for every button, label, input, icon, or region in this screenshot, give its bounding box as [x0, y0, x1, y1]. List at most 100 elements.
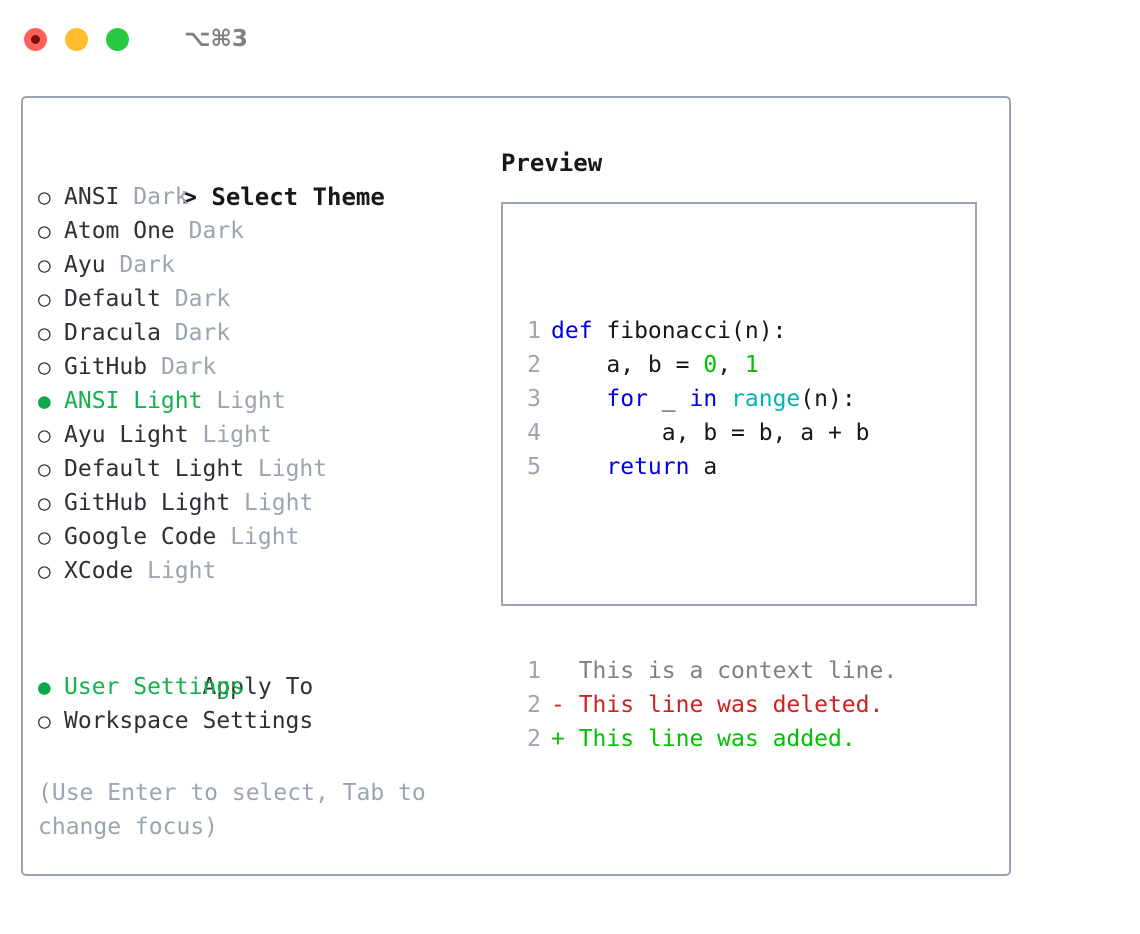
theme-option[interactable]: ○XCode Light: [38, 554, 498, 588]
apply-to-title: Apply To: [38, 636, 498, 700]
radio-selected-icon: ●: [38, 675, 51, 699]
apply-to-list: ●User Settings ○ Workspace Settings: [38, 670, 498, 738]
theme-option-label: Default Light: [64, 456, 245, 482]
code-token: return: [606, 454, 690, 480]
radio-unselected-icon: ○: [38, 355, 51, 379]
code-token: range: [731, 386, 801, 412]
diff-marker: +: [551, 726, 579, 752]
code-line: 3 for _ in range(n):: [515, 382, 897, 416]
diff-marker: [551, 658, 579, 684]
diff-sample: 1 This is a context line.2- This line wa…: [515, 654, 897, 756]
code-spacer: [515, 552, 897, 586]
code-line: 4 a, b = b, a + b: [515, 416, 897, 450]
minimize-button[interactable]: [65, 27, 88, 51]
theme-option[interactable]: ○GitHub Light Light: [38, 486, 498, 520]
code-token: a: [689, 454, 718, 480]
theme-option-label: Ayu: [64, 252, 106, 278]
theme-option-variant: Dark: [174, 320, 231, 346]
code-token: def: [551, 318, 593, 344]
line-number: 1: [527, 318, 541, 344]
theme-picker-title: > Select Theme: [38, 146, 498, 211]
line-number: 2: [527, 692, 541, 718]
theme-option[interactable]: ○ Ayu Light Light: [38, 418, 498, 452]
apply-to-option[interactable]: ●User Settings: [38, 670, 498, 704]
theme-option[interactable]: ● ANSI Light Light: [38, 384, 498, 418]
theme-option-variant: Dark: [160, 354, 217, 380]
apply-to-option[interactable]: ○ Workspace Settings: [38, 704, 498, 738]
theme-option[interactable]: ○ Default Light Light: [38, 452, 498, 486]
radio-unselected-icon: ○: [38, 491, 51, 515]
theme-option[interactable]: ○ ANSI Dark: [38, 180, 498, 214]
close-button[interactable]: [24, 27, 47, 51]
code-token: a, b = b, a + b: [551, 420, 870, 446]
theme-option-variant: Light: [147, 558, 217, 584]
line-number: 3: [527, 386, 541, 412]
theme-option-label: ANSI: [64, 184, 120, 210]
diff-line: 2+ This line was added.: [515, 722, 897, 756]
theme-option[interactable]: ○Ayu Dark: [38, 248, 498, 282]
theme-option-variant: Light: [202, 422, 272, 448]
theme-option[interactable]: ○Default Dark: [38, 282, 498, 316]
radio-unselected-icon: ○: [38, 423, 51, 447]
radio-unselected-icon: ○: [38, 709, 51, 733]
theme-option-variant: Dark: [133, 184, 189, 210]
diff-marker: -: [551, 692, 579, 718]
theme-option-label: Ayu Light: [64, 422, 189, 448]
theme-option-label: GitHub Light: [64, 490, 231, 516]
code-token: in: [689, 386, 718, 412]
window-controls: [24, 27, 129, 51]
theme-option-variant: Light: [230, 524, 300, 550]
line-number: 1: [527, 658, 541, 684]
code-line: 5 return a: [515, 450, 897, 484]
diff-text: This line was deleted.: [578, 692, 884, 718]
theme-option-label: Atom One: [64, 218, 175, 244]
theme-option-variant: Light: [257, 456, 328, 482]
keyboard-shortcut-label: ⌥⌘3: [184, 26, 248, 52]
code-token: 0: [703, 352, 718, 378]
code-token: ,: [717, 352, 745, 378]
diff-text: This line was added.: [578, 726, 856, 752]
apply-to-title-label: Apply To: [202, 674, 314, 700]
theme-option-variant: Dark: [188, 218, 245, 244]
theme-option-label: Google Code: [64, 524, 217, 550]
code-token: [717, 386, 731, 412]
theme-option-variant: Light: [216, 388, 286, 414]
code-line: 2 a, b = 0, 1: [515, 348, 897, 382]
theme-picker-title-label: Select Theme: [211, 183, 385, 211]
maximize-button[interactable]: [106, 27, 129, 51]
main-panel: > Select Theme ○ANSI Dark○Atom One Dark○…: [21, 96, 1011, 876]
code-token: 1: [744, 352, 759, 378]
theme-option-label: Dracula: [64, 320, 161, 346]
code-token: (n):: [800, 386, 856, 412]
code-token: [551, 386, 606, 412]
theme-option[interactable]: ○ Dracula Dark: [38, 316, 498, 350]
radio-unselected-icon: ○: [38, 457, 51, 481]
diff-line: 2- This line was deleted.: [515, 688, 897, 722]
theme-option-label: GitHub: [64, 354, 148, 380]
code-token: _: [647, 386, 690, 412]
radio-unselected-icon: ○: [38, 287, 51, 311]
theme-option-label: Default: [64, 286, 161, 312]
radio-selected-icon: ●: [38, 389, 51, 413]
line-number: 2: [527, 352, 541, 378]
radio-unselected-icon: ○: [38, 559, 51, 583]
keyboard-hint: (Use Enter to select, Tab to change focu…: [38, 780, 440, 840]
theme-option[interactable]: ○ Atom One Dark: [38, 214, 498, 248]
radio-unselected-icon: ○: [38, 185, 51, 209]
theme-option-variant: Dark: [119, 252, 175, 278]
theme-option[interactable]: ○Google Code Light: [38, 520, 498, 554]
theme-option[interactable]: ○ GitHub Dark: [38, 350, 498, 384]
radio-unselected-icon: ○: [38, 219, 51, 243]
line-number: 4: [527, 420, 541, 446]
title-bar: ⌥⌘3: [0, 0, 1140, 78]
focus-caret-icon: >: [182, 183, 197, 211]
apply-to-option-label: Workspace Settings: [64, 708, 314, 734]
theme-option-label: ANSI Light: [64, 388, 203, 414]
radio-unselected-icon: ○: [38, 321, 51, 345]
